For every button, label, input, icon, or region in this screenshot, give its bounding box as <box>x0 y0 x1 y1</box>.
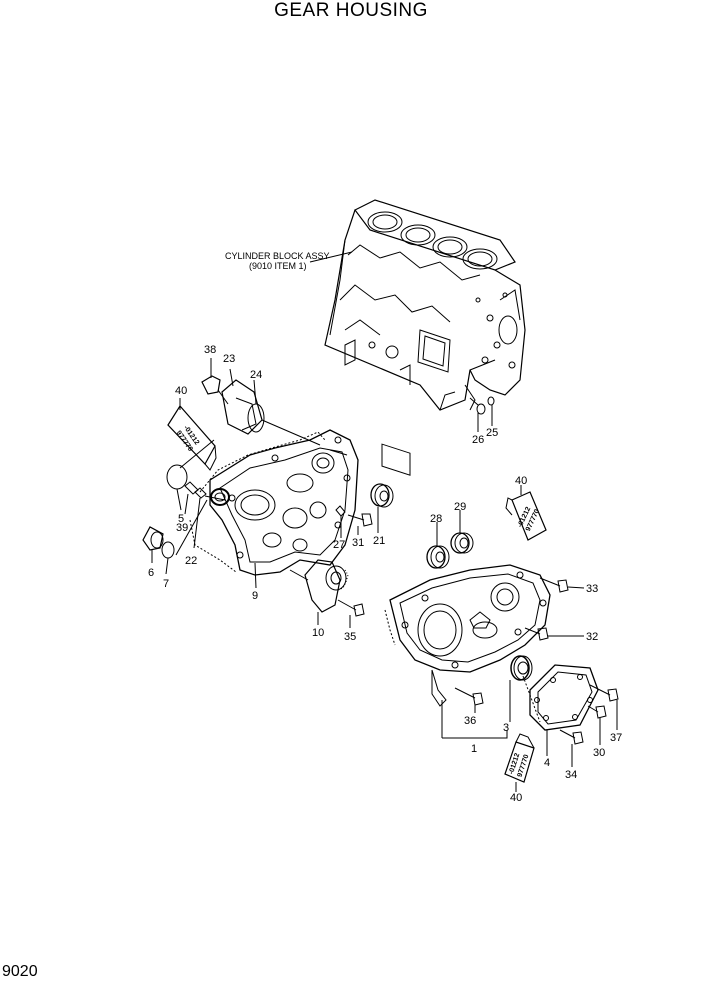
callout-34: 34 <box>565 769 577 781</box>
callout-6: 6 <box>148 567 154 579</box>
dowel-39-22 <box>184 481 226 549</box>
callout-36: 36 <box>464 715 476 727</box>
callout-26: 26 <box>472 434 484 446</box>
callout-39: 39 <box>176 522 188 534</box>
bearing-28 <box>426 522 450 569</box>
bolt-30 <box>587 705 607 745</box>
callout-9: 9 <box>252 590 258 602</box>
page-title: GEAR HOUSING <box>274 0 428 21</box>
cover-plate-23 <box>221 368 348 456</box>
plug-6 <box>142 526 164 563</box>
callout-32: 32 <box>586 631 598 643</box>
housing-gasket <box>179 431 326 573</box>
callout-37: 37 <box>610 732 622 744</box>
bearing-29 <box>450 510 474 554</box>
pin-27 <box>335 505 346 538</box>
breather-38 <box>201 358 229 405</box>
bolt-34 <box>559 729 584 767</box>
callout-3: 3 <box>503 722 509 734</box>
o-ring-7 <box>161 499 208 575</box>
callout-7: 7 <box>163 578 169 590</box>
assembly-bracket-1 <box>442 730 508 739</box>
callout-25: 25 <box>486 427 498 439</box>
bolt-35 <box>337 599 365 628</box>
bolt-37 <box>589 684 619 730</box>
callout-5: 5 <box>178 513 184 525</box>
bolt-33 <box>539 577 585 593</box>
callout-24: 24 <box>250 369 262 381</box>
callout-31: 31 <box>352 537 364 549</box>
callout-23: 23 <box>223 353 235 365</box>
page-number: 9020 <box>2 963 38 980</box>
cylinder-block-assy <box>324 199 526 476</box>
cover-4 <box>522 664 599 756</box>
oil-pump-10 <box>289 559 349 625</box>
front-cover-3 <box>384 564 551 738</box>
gear-housing-9 <box>209 429 359 589</box>
bolt-31 <box>347 513 373 535</box>
callout-21: 21 <box>373 535 385 547</box>
callout-30: 30 <box>593 747 605 759</box>
callout-40: 40 <box>175 385 187 397</box>
callout-29: 29 <box>454 501 466 513</box>
callout-35: 35 <box>344 631 356 643</box>
small-seals-25-26 <box>469 396 495 432</box>
callout-38: 38 <box>204 344 216 356</box>
oil-seal-front <box>509 655 533 722</box>
cylinder-block-caption-ref: (9010 ITEM 1) <box>249 261 307 271</box>
callout-4: 4 <box>544 757 550 769</box>
sealant-tube-40-left <box>167 398 217 471</box>
callout-10: 10 <box>312 627 324 639</box>
bolt-36 <box>454 687 484 713</box>
callout-1: 1 <box>471 743 477 755</box>
sealant-tube-40-bottom <box>504 733 535 792</box>
tube-label-left: -01212 977770 <box>175 425 201 453</box>
cylinder-block-caption: CYLINDER BLOCK ASSY <box>225 251 330 261</box>
callout-40-bottom: 40 <box>510 792 522 804</box>
bolt-32 <box>524 627 584 641</box>
callout-27: 27 <box>333 539 345 551</box>
callout-40-right: 40 <box>515 475 527 487</box>
callout-22: 22 <box>185 555 197 567</box>
sealant-tube-40-right <box>505 485 547 541</box>
bearing-21 <box>370 483 394 533</box>
callout-33: 33 <box>586 583 598 595</box>
callout-28: 28 <box>430 513 442 525</box>
o-ring-5 <box>166 464 188 511</box>
